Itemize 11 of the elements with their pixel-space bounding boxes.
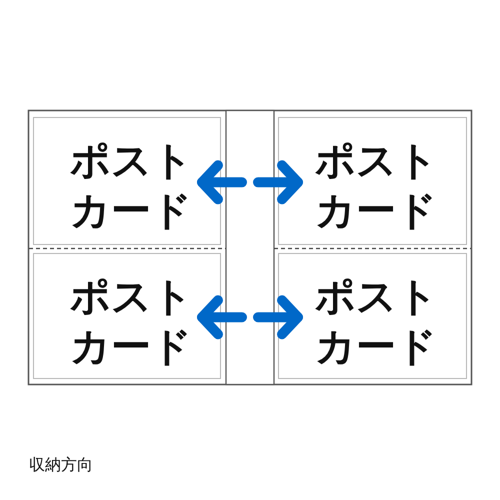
pocket-label: ポストカード — [315, 137, 439, 236]
pocket-label: ポストカード — [70, 273, 194, 372]
caption-text: 収納方向 — [29, 455, 93, 476]
pocket-label: ポストカード — [70, 137, 194, 236]
postcard-pocket — [278, 117, 467, 245]
postcard-pocket — [33, 117, 221, 245]
postcard-pocket — [33, 253, 221, 379]
double-arrow — [197, 160, 303, 204]
double-arrow — [197, 295, 303, 340]
pocket-label: ポストカード — [315, 273, 439, 372]
postcard-pocket — [278, 253, 467, 379]
